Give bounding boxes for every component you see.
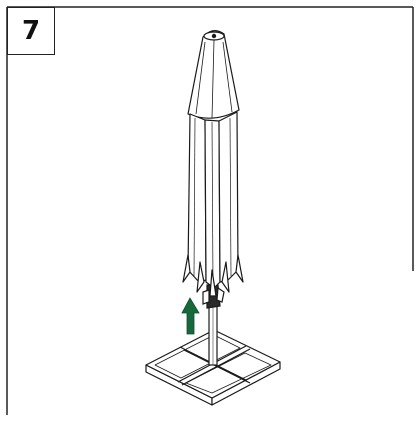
arrow-up-icon bbox=[181, 297, 200, 335]
step-number: 7 bbox=[21, 16, 41, 46]
step-number-badge: 7 bbox=[7, 7, 55, 55]
panel-border bbox=[6, 6, 414, 415]
closed-canopy bbox=[182, 30, 244, 297]
pole bbox=[208, 302, 218, 366]
